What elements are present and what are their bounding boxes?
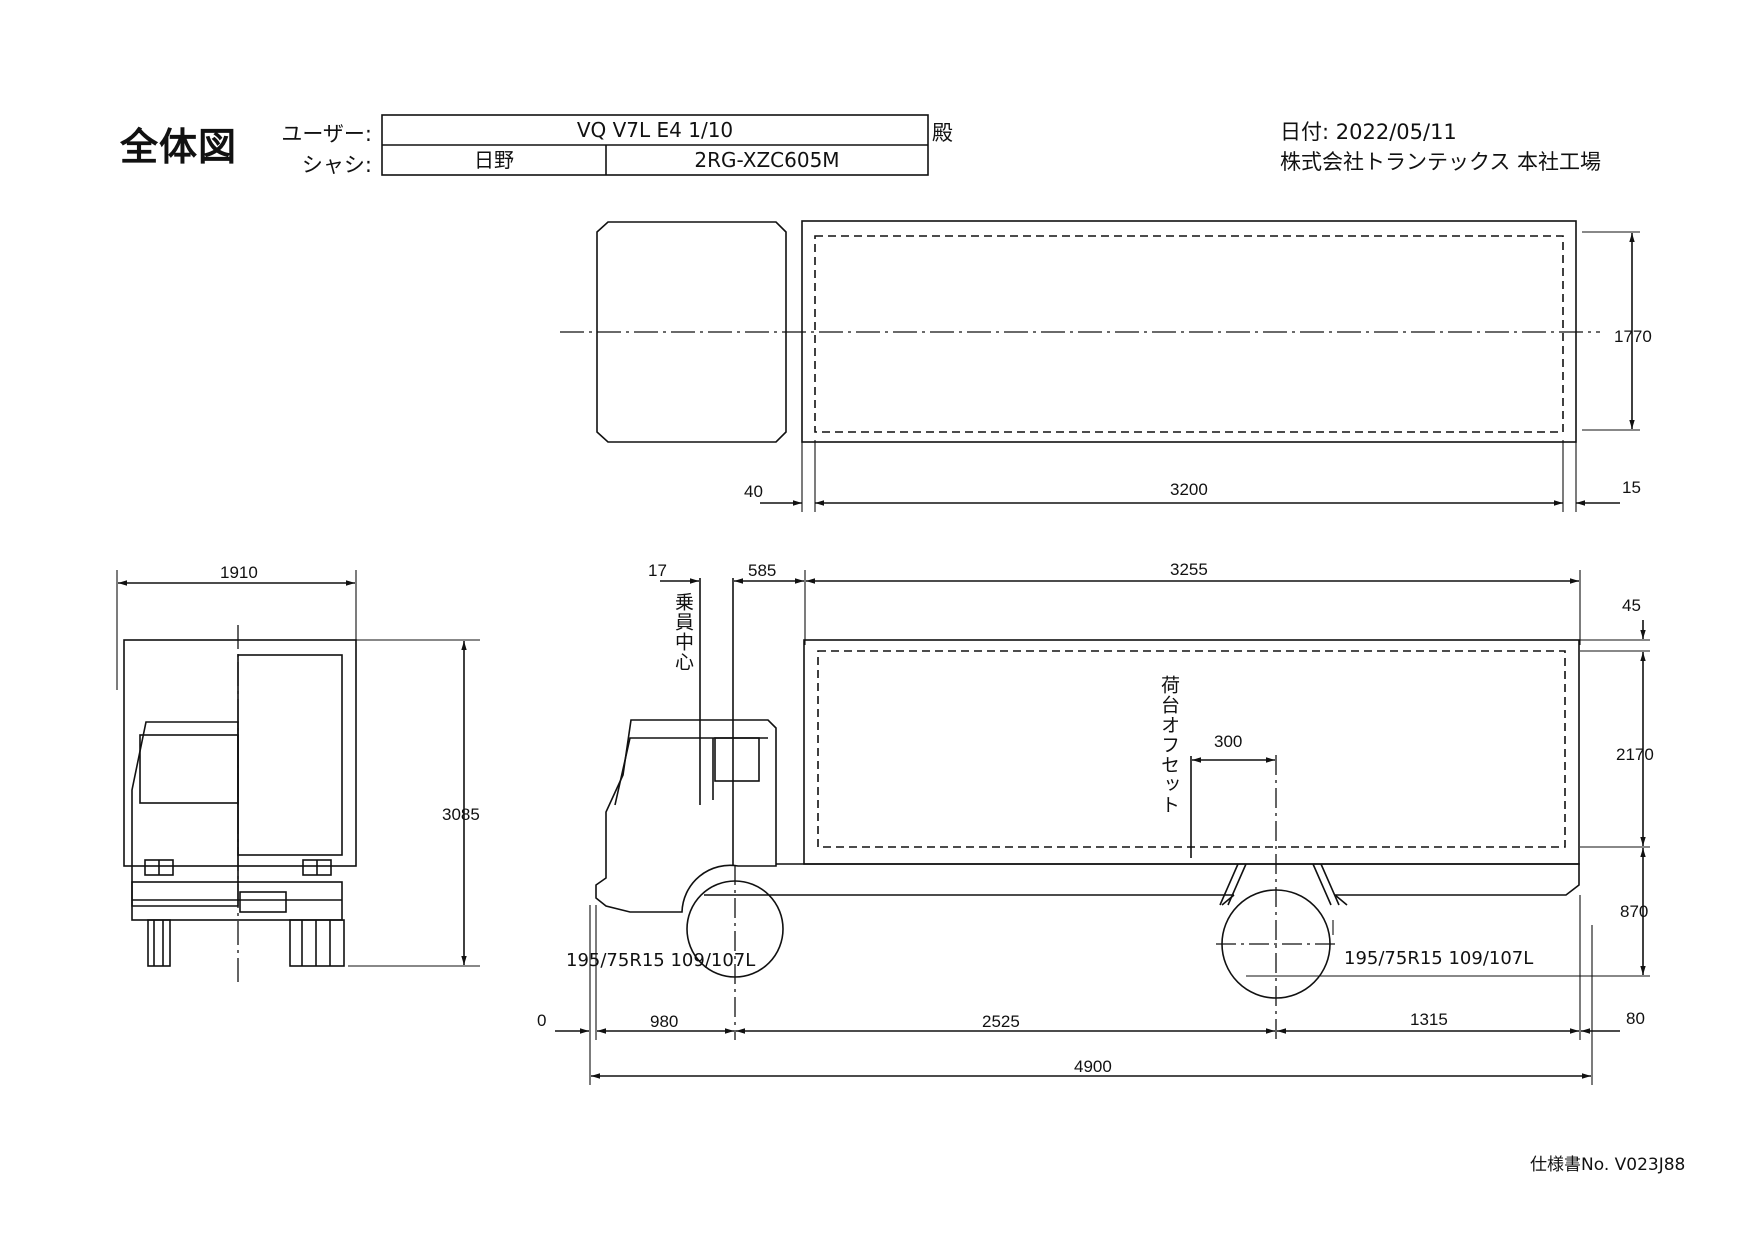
- front-bumper: [131, 881, 343, 921]
- front-box: [123, 639, 357, 867]
- dim-roof: 45: [1622, 596, 1641, 615]
- dim-plan-front: 40: [744, 482, 763, 501]
- dim-crew-offset: 17: [648, 561, 667, 580]
- dim-plan-width: 1770: [1614, 327, 1652, 346]
- plan-cab: [596, 221, 787, 443]
- user-value: VQ V7L E4 1/10: [576, 118, 734, 142]
- dim-box-length: 3255: [1170, 560, 1208, 579]
- dim-rear-overhang: 1315: [1410, 1010, 1448, 1029]
- company: 株式会社トランテックス 本社工場: [1280, 150, 1602, 174]
- dim-box-height: 2170: [1616, 745, 1654, 764]
- dim-cab-gap: 585: [748, 561, 777, 580]
- chassis-label: シャシ:: [301, 153, 372, 177]
- dim-plan-rear: 15: [1622, 478, 1641, 497]
- dim-zero: 0: [537, 1011, 547, 1030]
- chassis-maker: 日野: [474, 148, 514, 172]
- page-title: 全体図: [120, 125, 238, 169]
- dim-plan-body: 3200: [1170, 480, 1208, 499]
- front-windshield: [139, 734, 239, 804]
- crew-center-label: 乗員中心: [672, 592, 694, 672]
- dim-rear-extra: 80: [1626, 1009, 1645, 1028]
- plan-view: [560, 220, 1640, 512]
- side-view: [555, 570, 1650, 1085]
- date: 日付: 2022/05/11: [1280, 120, 1457, 144]
- header-table: [381, 114, 929, 176]
- front-tire-spec: 195/75R15 109/107L: [566, 950, 756, 971]
- honorific: 殿: [932, 121, 953, 145]
- front-view: [116, 570, 480, 985]
- dim-front-overhang: 980: [650, 1012, 679, 1031]
- rear-tire-spec: 195/75R15 109/107L: [1344, 948, 1534, 969]
- dim-front-width: 1910: [220, 563, 258, 582]
- bed-offset-label: 荷台オフセット: [1158, 675, 1180, 815]
- dim-front-height: 3085: [442, 805, 480, 824]
- user-label: ユーザー:: [281, 122, 372, 146]
- chassis-model: 2RG-XZC605M: [694, 148, 840, 172]
- front-cab: [131, 721, 239, 907]
- spec-number: 仕様書No. V023J88: [1530, 1155, 1686, 1175]
- dim-wheelbase: 2525: [982, 1012, 1020, 1031]
- plan-box-inner: [814, 235, 1564, 433]
- dim-floor-height: 870: [1620, 902, 1649, 921]
- dim-bed-offset: 300: [1214, 732, 1243, 751]
- dim-total-length: 4900: [1074, 1057, 1112, 1076]
- side-cab-window: [714, 737, 760, 782]
